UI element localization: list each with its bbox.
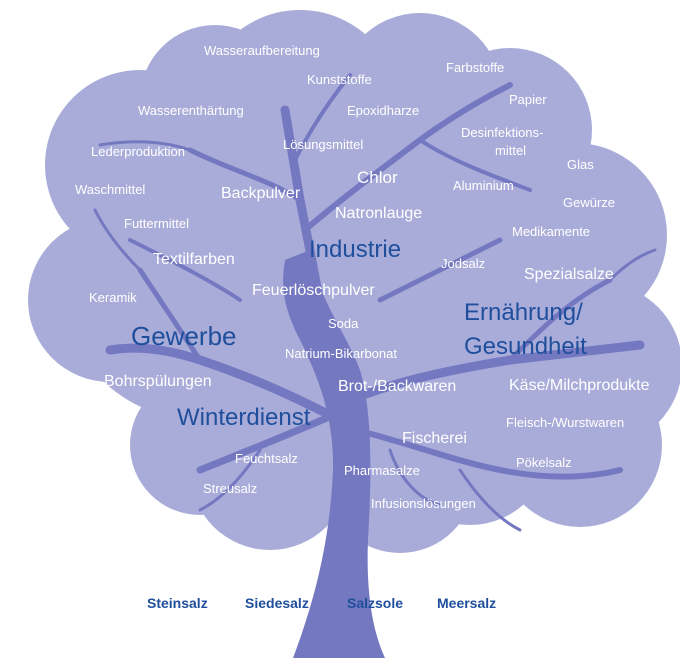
- label-farbstoffe: Farbstoffe: [446, 60, 505, 75]
- label-wasseraufbereitung: Wasseraufbereitung: [204, 43, 320, 58]
- label-winterdienst: Winterdienst: [177, 404, 311, 431]
- root-label-salzsole: Salzsole: [347, 595, 404, 611]
- label-brot-backwaren: Brot-/Backwaren: [338, 378, 457, 395]
- label-epoxidharze: Epoxidharze: [347, 103, 420, 118]
- root-label-steinsalz: Steinsalz: [147, 595, 208, 611]
- root-label-meersalz: Meersalz: [437, 595, 497, 611]
- label-futtermittel: Futtermittel: [124, 216, 190, 231]
- label-backpulver: Backpulver: [221, 185, 301, 202]
- label-loesungsmittel: Lösungsmittel: [283, 137, 364, 152]
- label-waschmittel: Waschmittel: [75, 182, 146, 197]
- label-mittel: mittel: [495, 143, 527, 158]
- root-label-siedesalz: Siedesalz: [245, 595, 309, 611]
- label-natrium-bikarbonat: Natrium-Bikarbonat: [285, 346, 397, 361]
- label-bohrspuelungen: Bohrspülungen: [104, 373, 212, 390]
- label-streusalz: Streusalz: [203, 481, 258, 496]
- label-gesundheit: Gesundheit: [464, 333, 587, 360]
- label-soda: Soda: [328, 316, 359, 331]
- label-spezialsalze: Spezialsalze: [524, 266, 614, 283]
- label-gewerbe: Gewerbe: [131, 321, 237, 351]
- tree-trunk: [283, 250, 385, 658]
- label-fischerei: Fischerei: [402, 430, 467, 447]
- label-textilfarben: Textilfarben: [153, 251, 235, 268]
- label-infusionsloesungen: Infusionslösungen: [371, 496, 476, 511]
- label-desinfektions: Desinfektions-: [461, 125, 544, 140]
- label-natronlauge: Natronlauge: [335, 205, 423, 222]
- label-pharmasalze: Pharmasalze: [344, 463, 420, 478]
- label-industrie: Industrie: [309, 236, 402, 263]
- tree-branches: [93, 73, 657, 532]
- label-gewuerze: Gewürze: [563, 195, 616, 210]
- label-lederproduktion: Lederproduktion: [91, 144, 185, 159]
- label-kaese-milchprodukte: Käse/Milchprodukte: [509, 377, 650, 394]
- label-keramik: Keramik: [89, 290, 137, 305]
- label-glas: Glas: [567, 157, 594, 172]
- label-poekelsalz: Pökelsalz: [516, 455, 572, 470]
- label-papier: Papier: [509, 92, 547, 107]
- label-chlor: Chlor: [357, 168, 398, 187]
- label-aluminium: Aluminium: [453, 178, 514, 193]
- label-wasserenthaertung: Wasserenthärtung: [138, 103, 244, 118]
- label-feuchtsalz: Feuchtsalz: [235, 451, 298, 466]
- label-ernaehrung: Ernährung/: [464, 299, 583, 326]
- label-kunststoffe: Kunststoffe: [307, 72, 372, 87]
- label-fleisch-wurstwaren: Fleisch-/Wurstwaren: [506, 415, 625, 430]
- label-feuerloeschpulver: Feuerlöschpulver: [252, 282, 375, 299]
- label-medikamente: Medikamente: [512, 224, 591, 239]
- label-jodsalz: Jodsalz: [441, 256, 486, 271]
